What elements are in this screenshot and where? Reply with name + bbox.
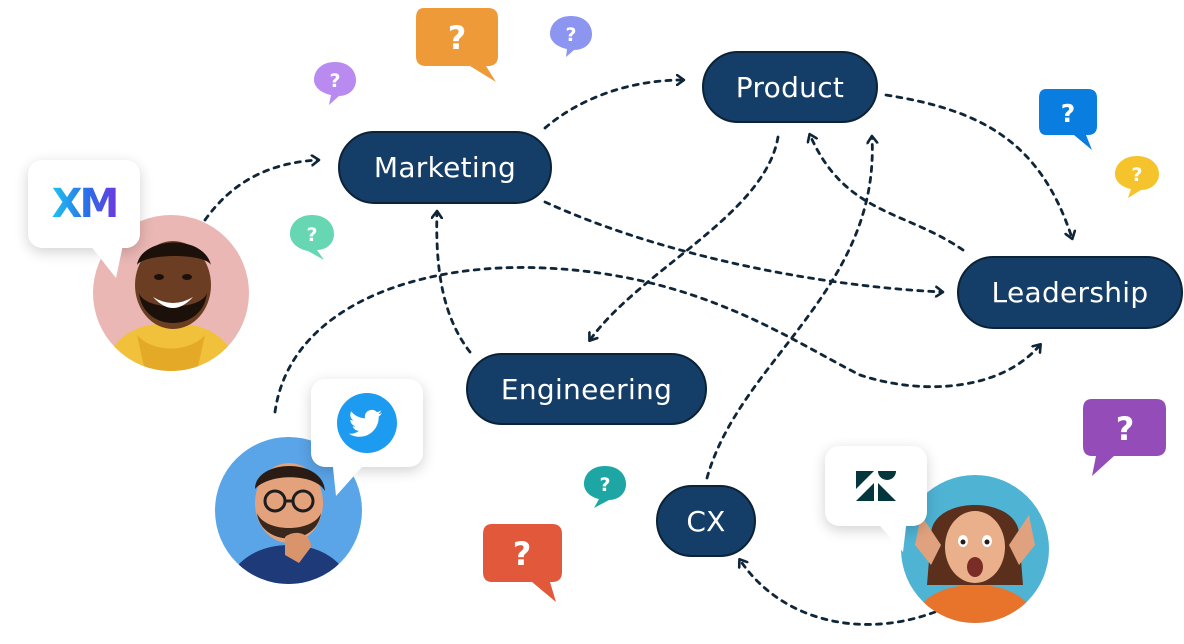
node-product: Product (702, 51, 878, 123)
node-cx: CX (656, 485, 756, 557)
question-mark: ? (306, 224, 317, 246)
node-label: CX (686, 504, 726, 538)
node-engineering: Engineering (466, 353, 707, 425)
arrow-leadership-to-product (810, 135, 965, 252)
question-mark: ? (448, 19, 467, 57)
question-bubble-icon: ? (550, 16, 592, 57)
twitter-badge-tail (332, 458, 370, 496)
zendesk-badge-tail (873, 518, 907, 552)
question-mark: ? (1061, 99, 1076, 128)
node-leadership: Leadership (957, 256, 1183, 329)
question-mark: ? (565, 24, 576, 46)
question-mark: ? (1131, 164, 1142, 186)
question-bubble-icon: ? (1115, 156, 1159, 198)
question-bubble-icon: ? (483, 524, 562, 602)
arrow-zendesk-to-cx (740, 560, 937, 626)
arrow-product-to-engineering (590, 135, 780, 340)
avatar-thinking-man (215, 437, 362, 584)
arrow-engineering-to-marketing (437, 212, 472, 354)
xm-badge: XM (28, 160, 140, 248)
twitter-badge (311, 379, 423, 467)
zendesk-badge (825, 446, 927, 526)
arrow-product-to-leadership (884, 93, 1072, 238)
question-bubble-icon: ? (416, 8, 498, 82)
node-label: Product (735, 70, 845, 104)
question-bubble-icon: ? (290, 215, 334, 260)
xm-badge-tail (86, 240, 124, 278)
question-bubble-icon: ? (584, 466, 626, 508)
question-mark: ? (329, 70, 340, 92)
question-bubble-icon: ? (314, 62, 356, 105)
avatar-laughing-man (93, 215, 249, 371)
question-mark: ? (1116, 410, 1135, 448)
node-label: Leadership (991, 276, 1149, 309)
node-marketing: Marketing (338, 131, 552, 204)
arrow-marketing-to-leadership (543, 200, 942, 292)
question-bubble-icon: ? (1083, 399, 1166, 476)
arrow-cx-to-product (705, 137, 872, 480)
zendesk-logo-icon (856, 471, 896, 501)
arrow-xm-to-marketing (203, 160, 318, 222)
question-bubble-icon: ? (1039, 89, 1097, 150)
question-mark: ? (599, 474, 610, 496)
node-label: Engineering (500, 372, 673, 406)
question-mark: ? (513, 535, 532, 573)
node-label: Marketing (373, 151, 517, 184)
twitter-bird-icon (337, 393, 397, 453)
arrow-marketing-to-product (543, 80, 683, 130)
arrow-twitter-to-leadership (273, 266, 1040, 414)
xm-logo-icon: XM (51, 181, 120, 227)
avatar-shocked-woman (901, 475, 1049, 623)
